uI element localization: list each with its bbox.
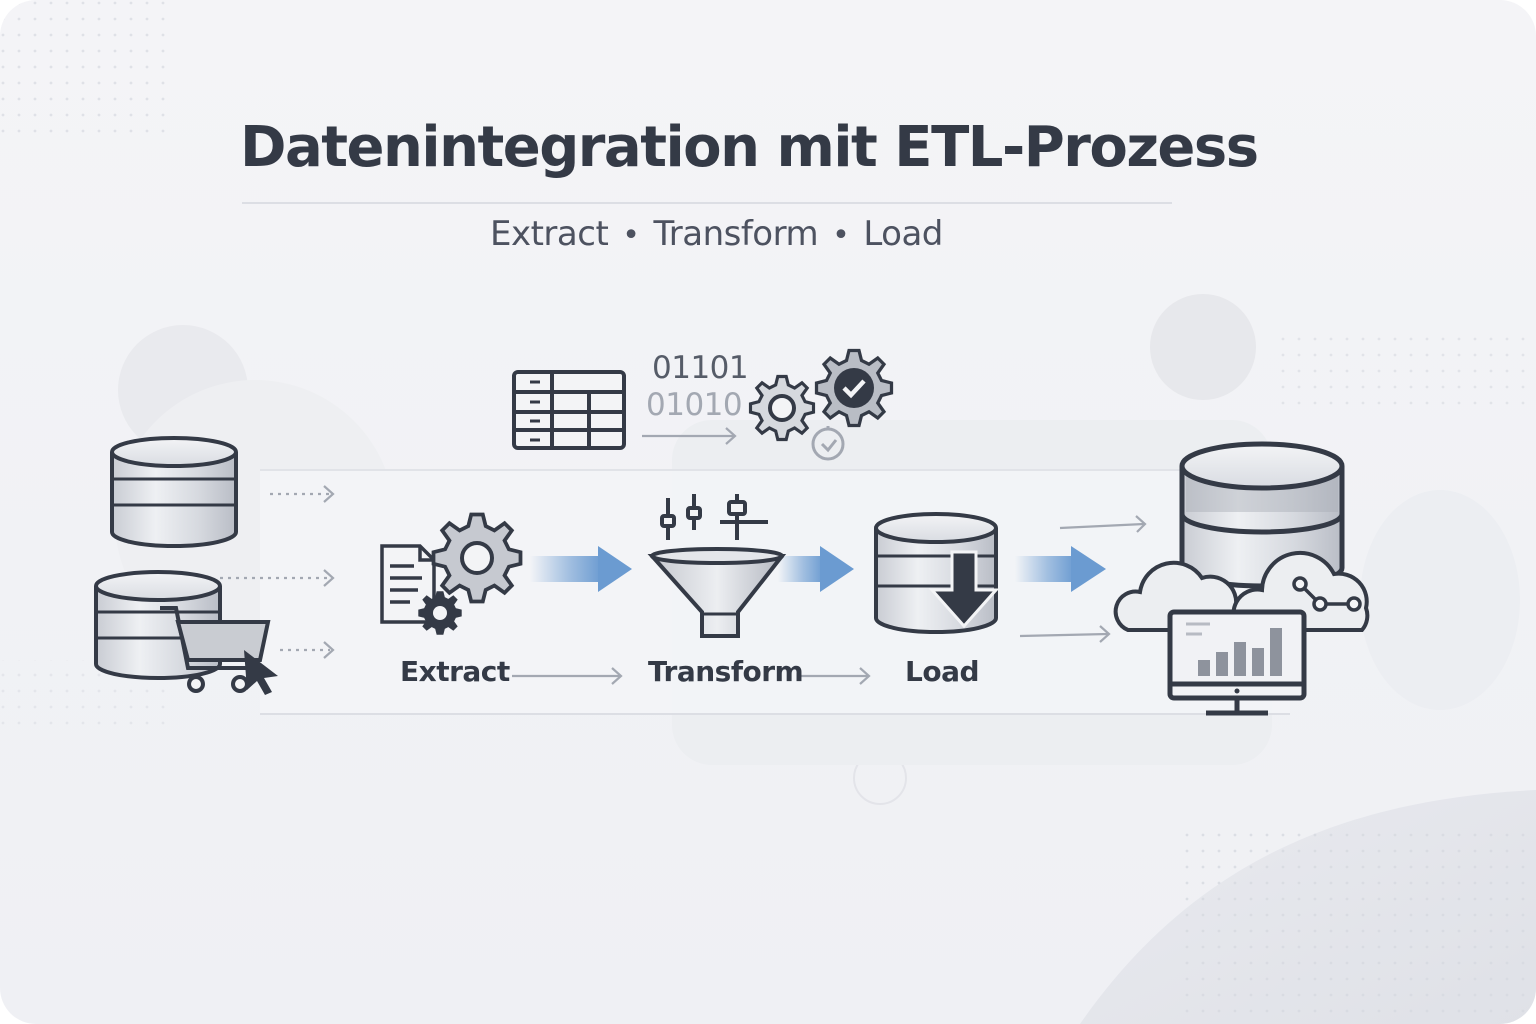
title-divider bbox=[242, 202, 1172, 204]
stage-label-extract: Extract bbox=[400, 655, 510, 688]
load-database-icon bbox=[874, 512, 998, 634]
subtitle: Extract • Transform • Load bbox=[490, 214, 943, 254]
cursor-icon bbox=[244, 650, 278, 695]
stage-label-transform: Transform bbox=[648, 655, 804, 688]
subtitle-separator: • bbox=[622, 218, 640, 253]
funnel-icon bbox=[647, 547, 787, 638]
gears-icon bbox=[418, 512, 523, 635]
binary-line-2: 01010 bbox=[646, 387, 743, 423]
table-icon bbox=[512, 370, 626, 450]
flow-arrow-extract-transform bbox=[530, 546, 632, 592]
flow-arrow-transform-load bbox=[778, 546, 854, 592]
download-arrow-icon bbox=[928, 550, 1000, 629]
subtitle-step-transform: Transform bbox=[653, 214, 819, 254]
subtitle-step-extract: Extract bbox=[490, 214, 609, 254]
stage-label-load: Load bbox=[905, 655, 980, 688]
binary-line-1: 01101 bbox=[652, 350, 749, 386]
subtitle-separator: • bbox=[832, 218, 850, 253]
warehouse-icon bbox=[1179, 441, 1345, 589]
bar-chart-icon bbox=[1186, 622, 1282, 676]
network-nodes bbox=[1292, 576, 1362, 612]
check-gear-icon bbox=[748, 348, 894, 442]
source-arrows bbox=[220, 485, 335, 659]
source-database-icon bbox=[110, 436, 238, 548]
document-icon bbox=[380, 544, 436, 624]
shopping-cart-icon bbox=[160, 606, 271, 693]
binary-arrow bbox=[642, 427, 737, 445]
page-title: Datenintegration mit ETL-Prozess bbox=[240, 115, 1259, 180]
clock-icon bbox=[811, 426, 845, 461]
sliders-icon bbox=[660, 494, 768, 540]
flow-arrow-load-target bbox=[1015, 546, 1106, 592]
label-arrows bbox=[512, 515, 1147, 685]
subtitle-step-load: Load bbox=[863, 214, 943, 254]
